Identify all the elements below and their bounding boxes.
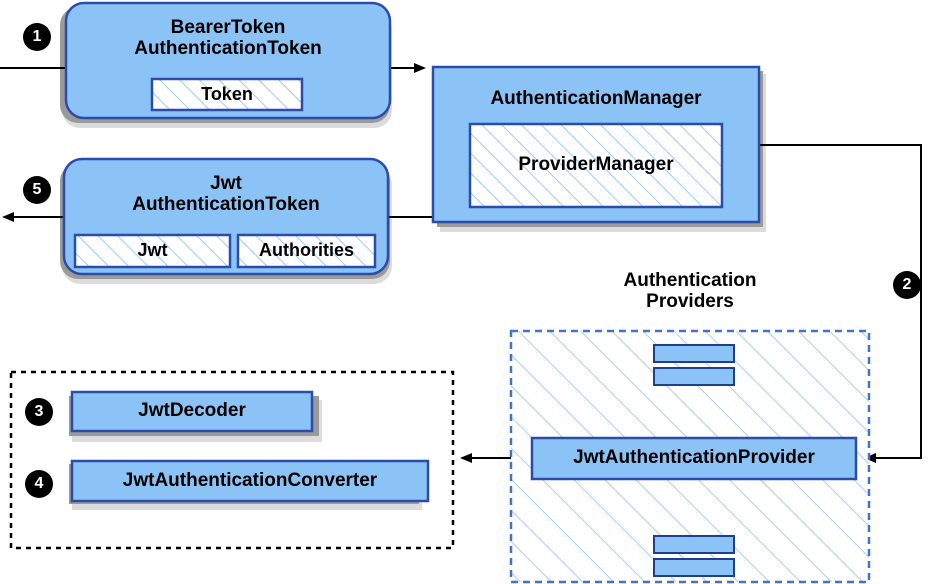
node-authorities-inner xyxy=(236,233,377,269)
node-token-inner xyxy=(150,77,304,112)
step-badge-2: 2 xyxy=(894,272,920,298)
provider-bar-top-1 xyxy=(653,344,735,363)
provider-bar-bottom-2 xyxy=(653,558,735,577)
node-jwt-authentication-converter xyxy=(70,459,430,503)
components-group xyxy=(9,370,455,550)
step-badge-5: 5 xyxy=(24,177,50,203)
node-layer xyxy=(62,1,858,503)
node-jwt-decoder xyxy=(70,390,314,433)
node-jwt-authentication-provider xyxy=(530,436,858,481)
node-provider-manager-inner xyxy=(468,122,724,209)
step-badge-1: 1 xyxy=(24,24,50,50)
step-badge-4: 4 xyxy=(26,471,52,497)
provider-bar-top-2 xyxy=(653,367,735,386)
node-jwt-inner xyxy=(73,233,232,269)
node-bearer-token-authentication-token xyxy=(64,1,392,120)
step-badge-3: 3 xyxy=(26,399,52,425)
connector-manager-to-provider xyxy=(759,144,922,463)
provider-bar-bottom-1 xyxy=(653,535,735,554)
